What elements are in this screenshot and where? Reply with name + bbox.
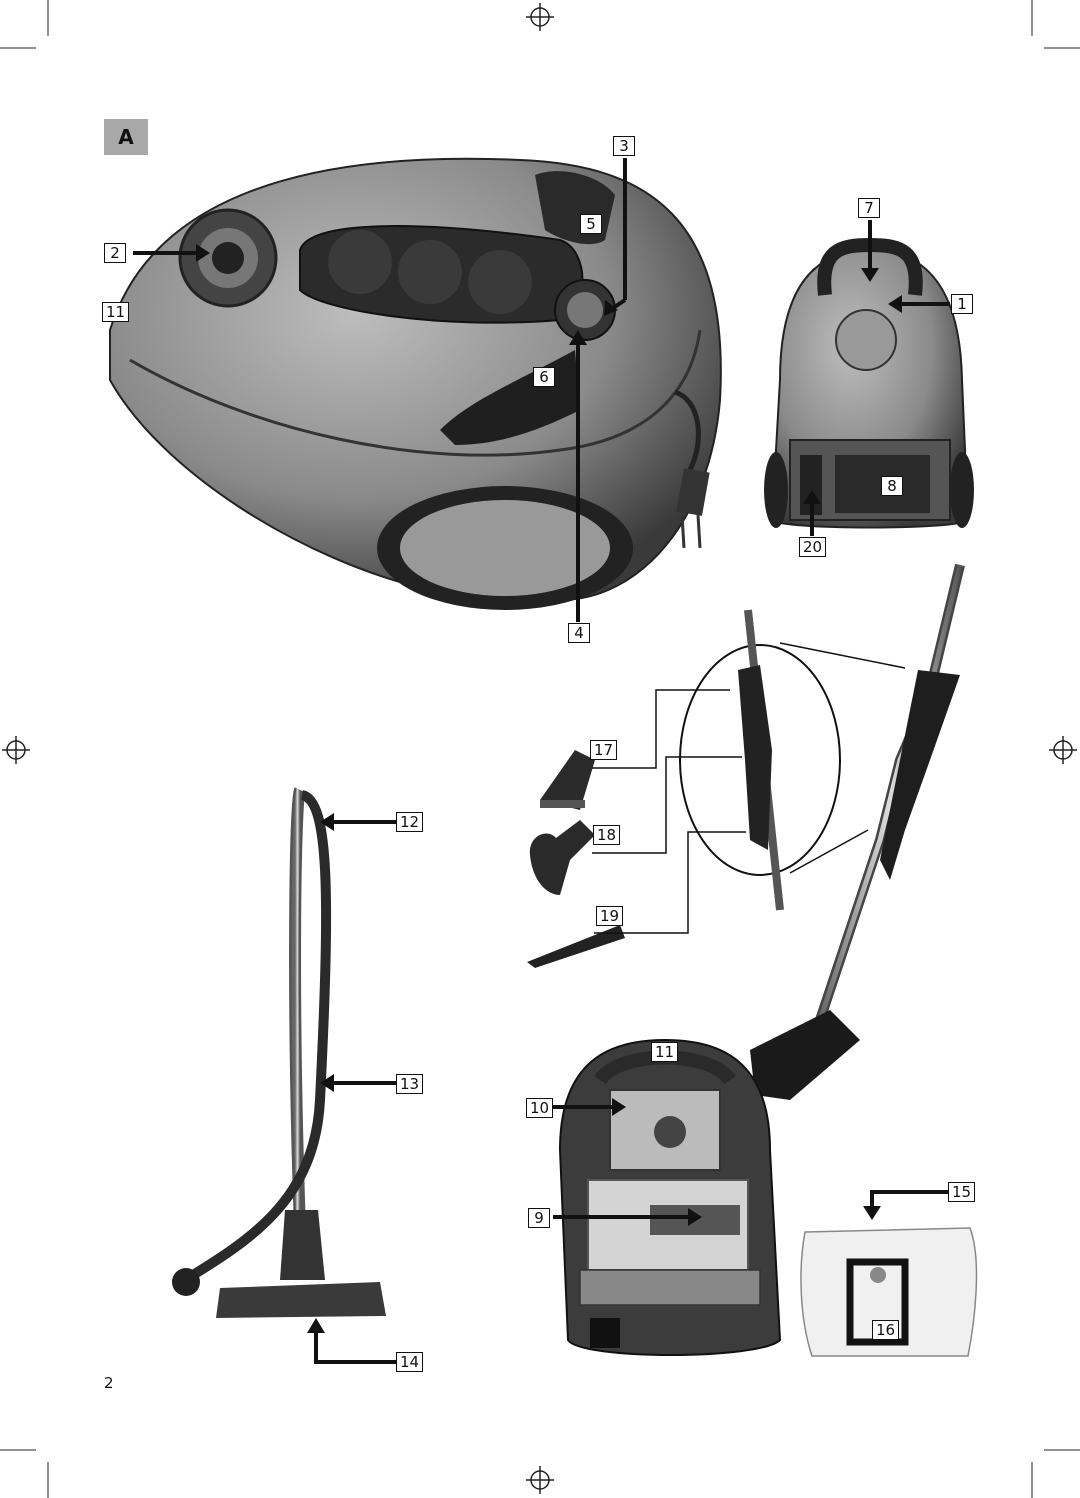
callout-7: 7: [858, 198, 880, 218]
accessory-upholstery-photo: [529, 820, 595, 895]
callout-17: 17: [590, 740, 618, 760]
callout-14: 14: [396, 1352, 424, 1372]
callout-6: 6: [533, 367, 555, 387]
registration-mark-icon: [2, 3, 1077, 1494]
callout-16: 16: [872, 1320, 900, 1340]
callout-12: 12: [396, 812, 424, 832]
callout-3: 3: [613, 136, 635, 156]
hose-and-floor-nozzle-photo: [172, 787, 386, 1318]
callout-2: 2: [104, 243, 126, 263]
dust-bag-photo: [800, 1227, 978, 1357]
callout-13: 13: [396, 1074, 424, 1094]
vacuum-main-photo: [109, 157, 722, 610]
telescopic-tube-photo: [679, 563, 965, 1100]
callout-5: 5: [580, 214, 602, 234]
callout-11-top: 11: [102, 302, 130, 322]
section-label: A: [104, 119, 148, 155]
accessory-leader-lines: [592, 689, 746, 934]
callout-19: 19: [596, 906, 624, 926]
callout-11-bottom: 11: [651, 1042, 679, 1062]
accessory-crevice-photo: [527, 925, 625, 968]
callout-1: 1: [951, 294, 973, 314]
page-number: 2: [104, 1374, 114, 1392]
callout-9: 9: [528, 1208, 550, 1228]
callout-18: 18: [593, 825, 621, 845]
vacuum-open-photo: [558, 1038, 782, 1356]
callout-arrows: [133, 158, 950, 1364]
callout-8: 8: [881, 476, 903, 496]
callout-15: 15: [948, 1182, 976, 1202]
callout-20: 20: [799, 537, 827, 557]
vacuum-back-photo: [764, 237, 974, 529]
callout-10: 10: [526, 1098, 554, 1118]
callout-4: 4: [568, 623, 590, 643]
accessory-brush-photo: [540, 750, 595, 810]
